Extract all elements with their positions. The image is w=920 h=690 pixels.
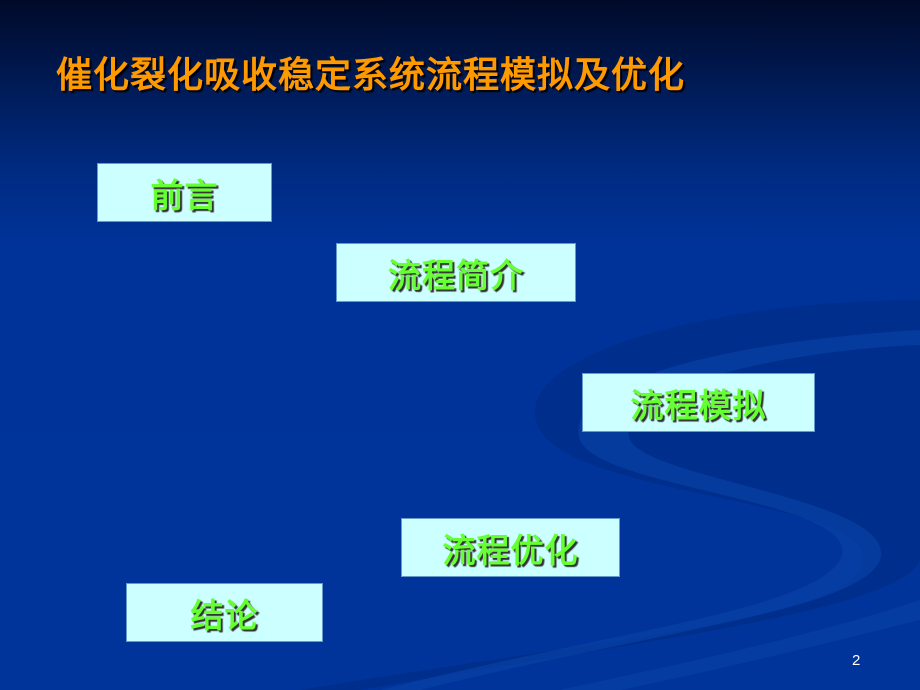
toc-item-process-optimization[interactable]: 流程优化 — [401, 518, 620, 577]
toc-item-label: 前言 — [150, 175, 219, 215]
toc-item-introduction[interactable]: 前言 — [97, 163, 272, 222]
toc-item-label: 流程模拟 — [630, 385, 767, 425]
toc-item-process-simulation[interactable]: 流程模拟 — [582, 373, 815, 432]
page-number: 2 — [852, 652, 861, 669]
toc-item-label: 流程简介 — [388, 255, 524, 295]
toc-item-label: 流程优化 — [442, 530, 579, 570]
slide-title: 催化裂化吸收稳定系统流程模拟及优化 — [56, 55, 686, 96]
toc-item-process-overview[interactable]: 流程简介 — [336, 243, 576, 302]
toc-item-conclusion[interactable]: 结论 — [126, 583, 323, 642]
toc-item-label: 结论 — [190, 595, 259, 635]
